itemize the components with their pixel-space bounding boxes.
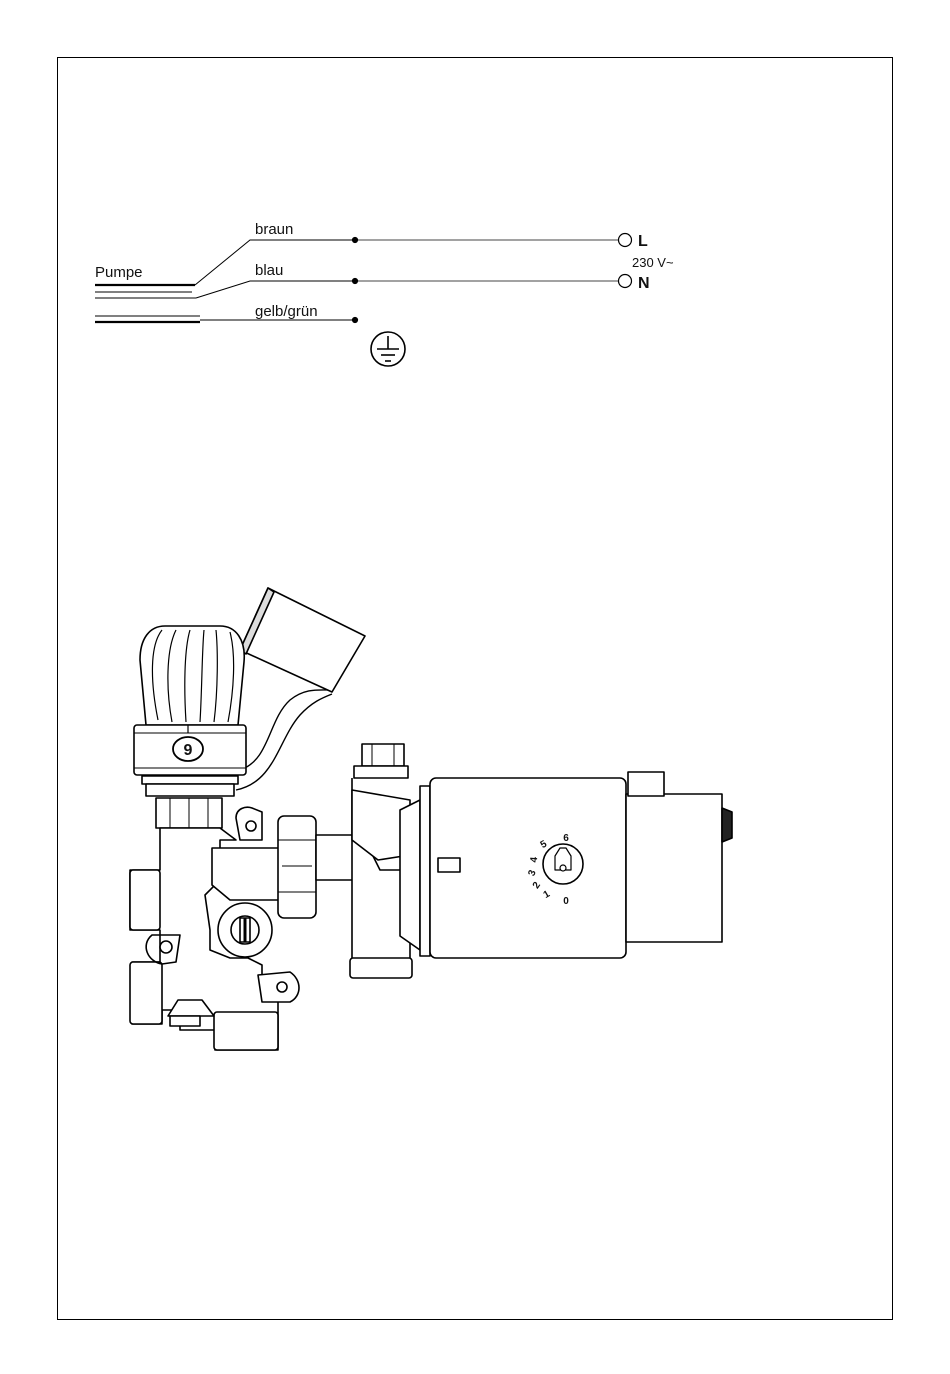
earth-ground-icon [371,332,405,366]
valve-screw-housing [218,903,272,957]
pump-valve-illustration: 9 [130,588,732,1050]
union-nut-middle [278,816,316,918]
cable-tag [240,588,365,692]
speed-selector-dial[interactable] [543,844,583,884]
wire-label-blau: blau [255,262,283,279]
wire-braun-node [352,237,357,242]
voltage-label: 230 V~ [632,255,674,270]
wire-blau-node [352,278,357,283]
wire-gelb-gruen-node [352,317,357,322]
union-nut-top [156,798,222,828]
thermostat-knob [134,626,246,796]
wiring-diagram [95,234,632,367]
dial-scale-0: 0 [563,896,569,907]
dial-scale-6: 6 [563,833,569,844]
pump-label: Pumpe [95,264,143,281]
wire-blau [196,281,355,298]
knob-setting-value: 9 [184,742,193,759]
terminal-N-label: N [638,275,650,292]
terminal-L-circle [619,234,632,247]
wire-label-gelb-gruen: gelb/grün [255,303,318,320]
terminal-N-circle [619,275,632,288]
wire-label-braun: braun [255,221,293,238]
terminal-L-label: L [638,233,648,250]
